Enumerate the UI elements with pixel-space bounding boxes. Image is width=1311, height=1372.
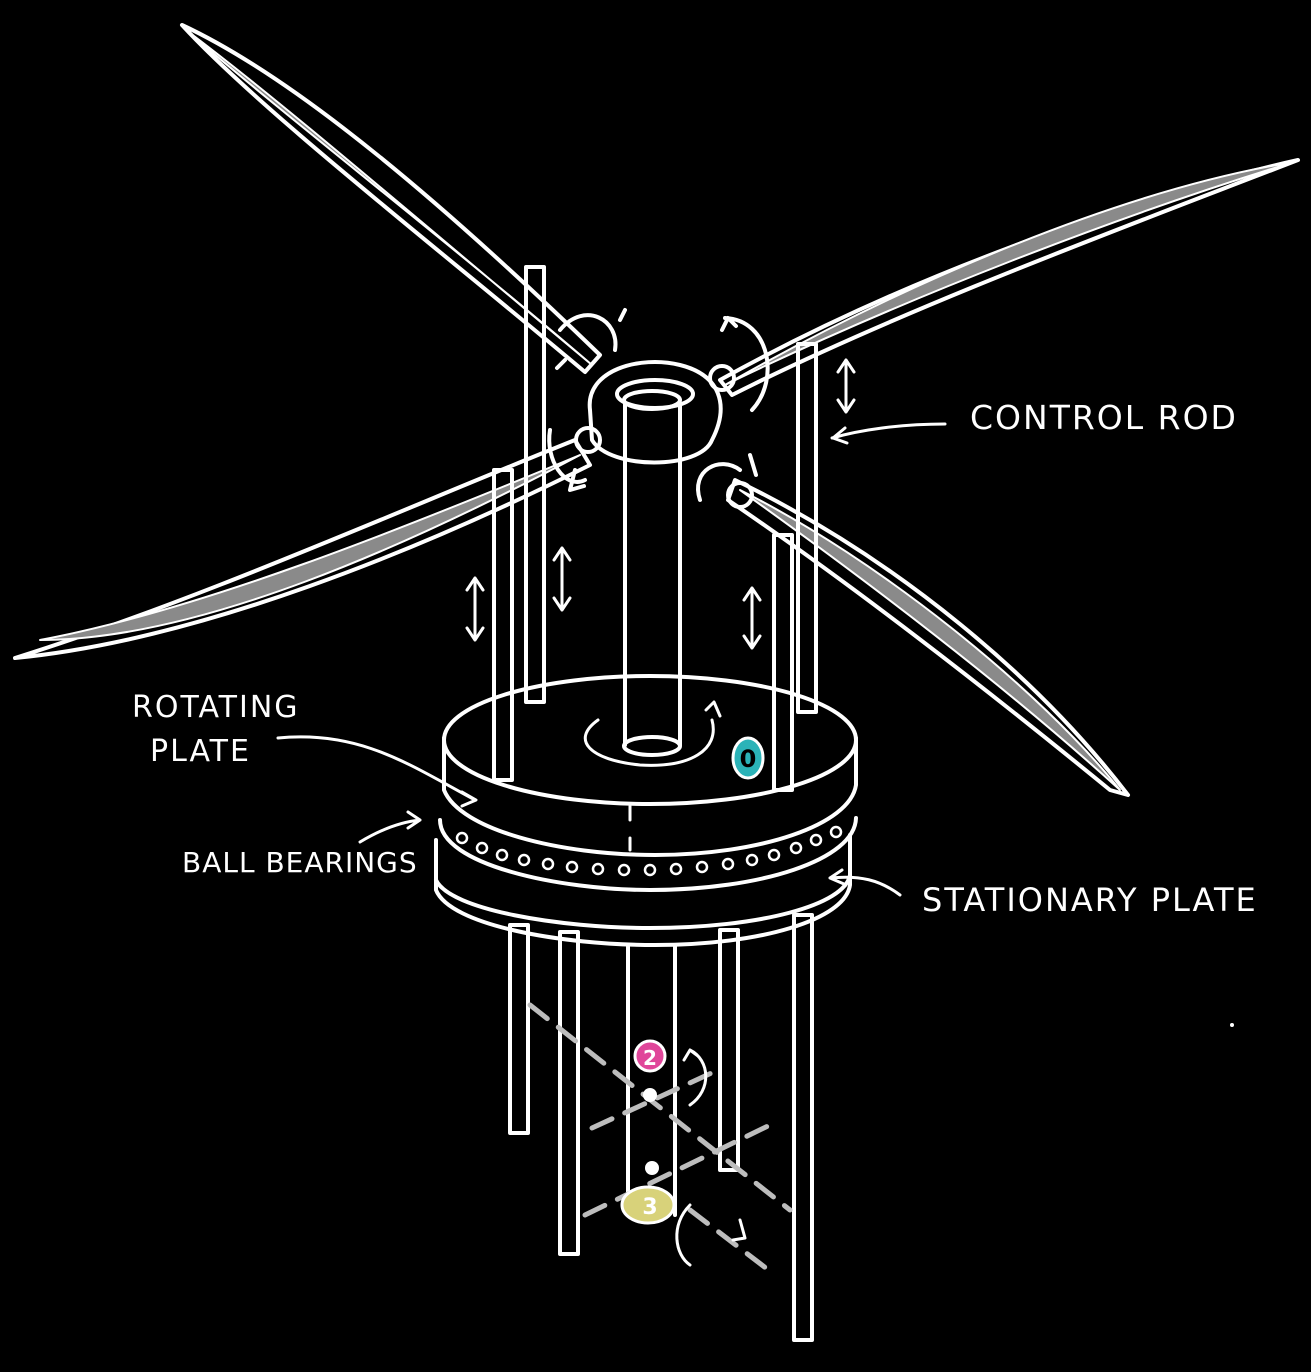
lower-rod-3 xyxy=(720,930,738,1170)
label-ball-bearings: BALL BEARINGS xyxy=(182,845,418,881)
control-rod-front-left xyxy=(494,470,512,780)
up-down-arrow-2 xyxy=(554,548,570,610)
blade-top-left-shade xyxy=(186,30,592,365)
label-rotating-plate: ROTATING PLATE xyxy=(132,690,300,762)
blade-right xyxy=(728,480,1128,795)
label-control-rod: CONTROL ROD xyxy=(970,400,1238,436)
control-rod-leader xyxy=(832,424,945,443)
marker-2-label: 2 xyxy=(643,1046,657,1070)
hub-body xyxy=(590,362,721,463)
rotating-plate xyxy=(444,676,856,855)
blade-left xyxy=(15,440,590,658)
rotating-plate-top xyxy=(444,676,856,804)
marker-0-label: 0 xyxy=(740,745,757,773)
tilt-arrow-lower xyxy=(677,1205,745,1265)
label-rotating-plate-line2: PLATE xyxy=(150,734,318,770)
shaft-base xyxy=(624,737,680,755)
lower-rod-1 xyxy=(510,925,528,1133)
up-down-arrow-3 xyxy=(744,588,760,648)
up-down-arrow-1 xyxy=(467,578,483,640)
label-leaders xyxy=(278,424,945,895)
up-down-arrow-4 xyxy=(838,360,854,412)
dashed-line-4 xyxy=(690,1210,775,1275)
marker-2: 2 xyxy=(635,1041,665,1071)
lower-rod-2 xyxy=(560,932,578,1254)
pivot-2 xyxy=(645,1161,659,1175)
blade-top-right xyxy=(720,160,1298,395)
lower-rod-4 xyxy=(794,915,812,1340)
marker-3: 3 xyxy=(622,1187,674,1223)
control-rod-front-right xyxy=(774,535,792,790)
ball-bearings-leader xyxy=(360,812,420,842)
stray-dot xyxy=(1230,1023,1234,1027)
label-rotating-plate-line1: ROTATING xyxy=(132,690,300,726)
marker-0: 0 xyxy=(733,738,763,778)
label-stationary-plate: STATIONARY PLATE xyxy=(922,882,1258,918)
stationary-plate-top xyxy=(436,875,850,928)
pivot-1 xyxy=(643,1088,657,1102)
marker-3-label: 3 xyxy=(642,1195,657,1220)
